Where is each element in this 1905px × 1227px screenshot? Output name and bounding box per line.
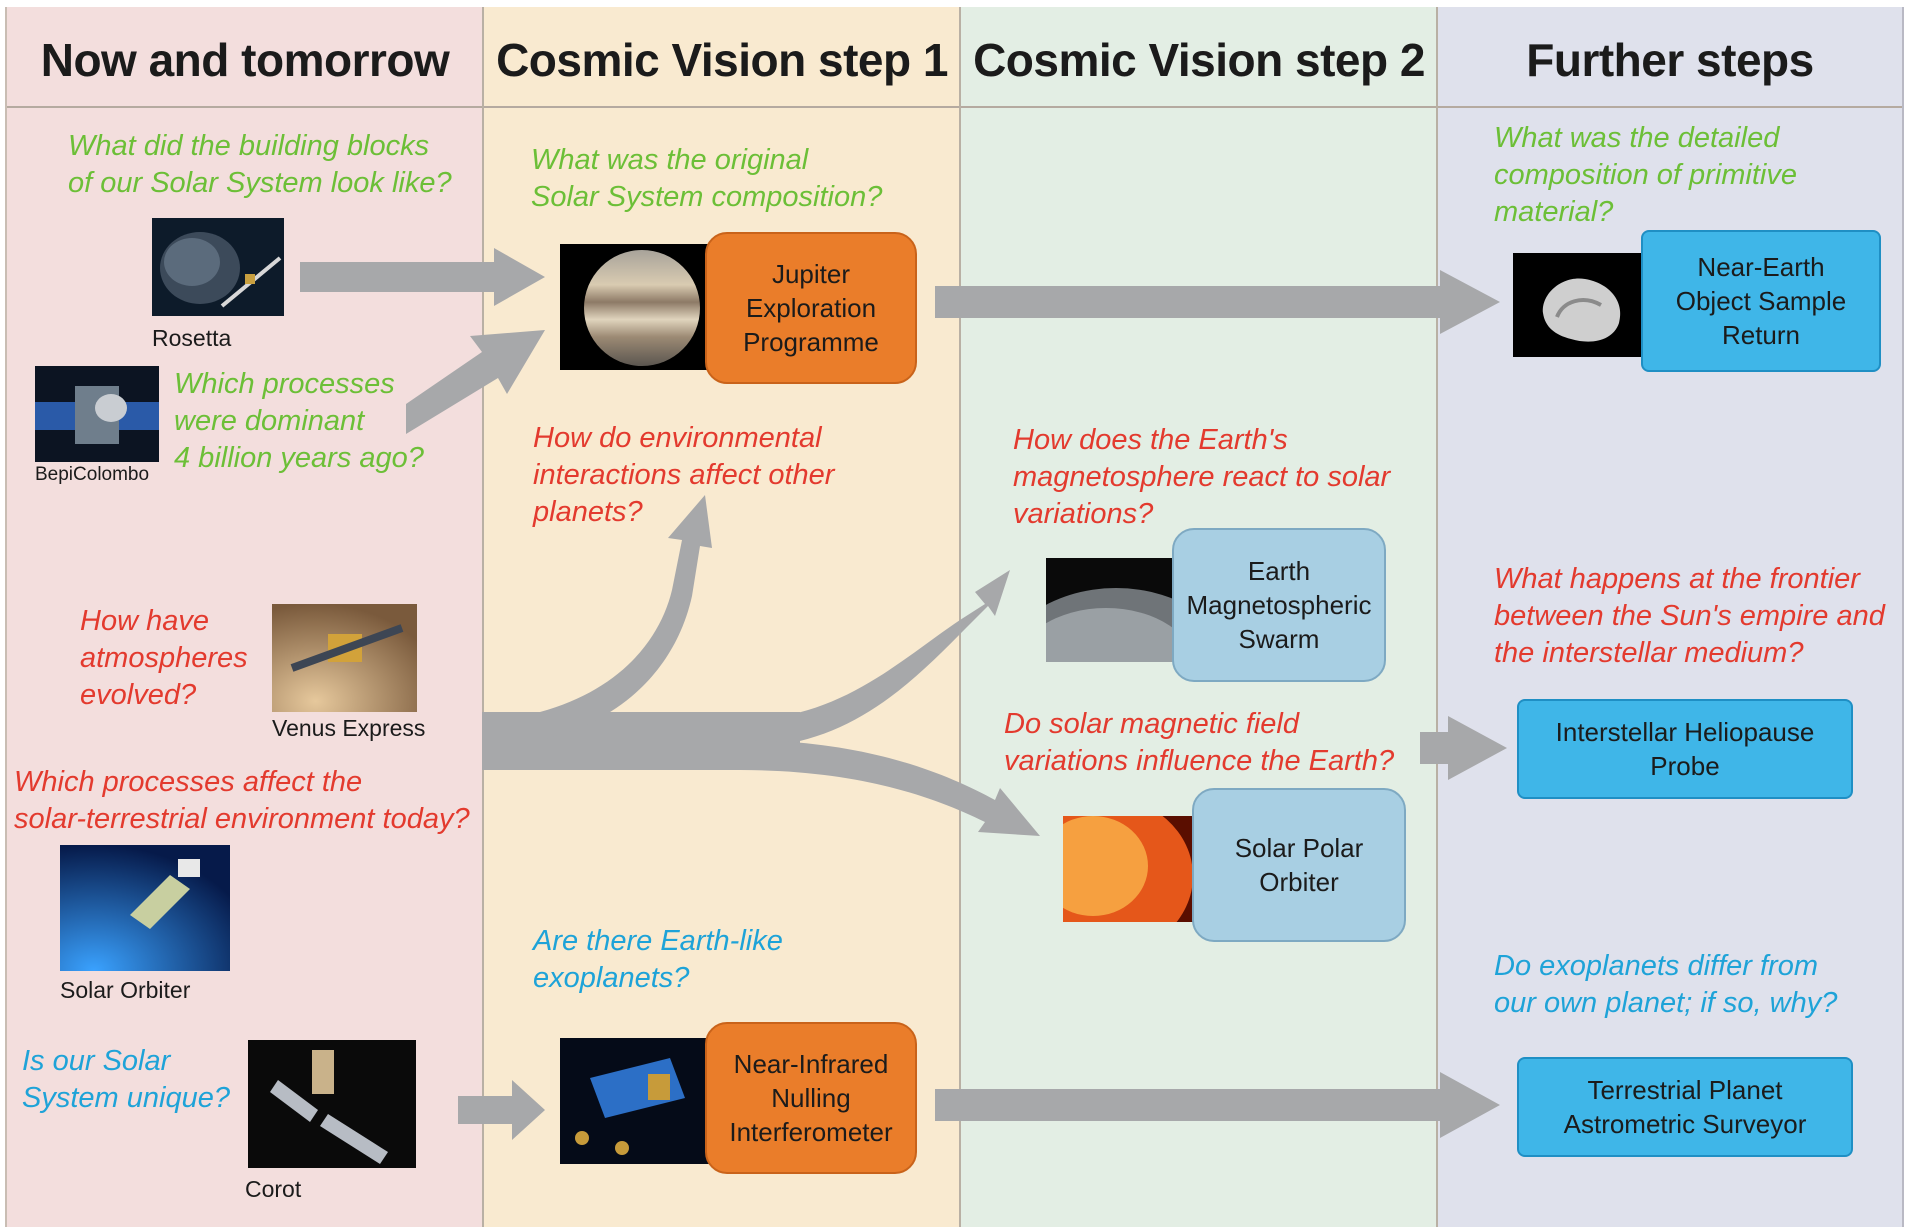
corot-caption: Corot: [245, 1176, 302, 1202]
column-title: Cosmic Vision step 1: [484, 7, 960, 108]
column-further-steps: Further steps: [1436, 7, 1904, 1227]
rosetta-caption: Rosetta: [152, 325, 232, 351]
corot-image: [248, 1040, 416, 1168]
spacecraft-icon: [35, 366, 159, 462]
column-title: Further steps: [1438, 7, 1902, 108]
jupiter-exploration-programme: Jupiter Exploration Programme: [705, 232, 917, 384]
jupiter-image: [560, 244, 710, 370]
satellite-icon: [248, 1040, 416, 1168]
bepicolombo-image: [35, 366, 159, 462]
terrestrial-planet-astrometric-surveyor: Terrestrial Planet Astrometric Surveyor: [1517, 1057, 1853, 1157]
question-dominant-processes: Which processes were dominant 4 billion …: [174, 368, 424, 474]
rosetta-image: [152, 218, 284, 316]
question-detailed-composition: What was the detailed composition of pri…: [1494, 122, 1797, 228]
solar-orbiter-caption: Solar Orbiter: [60, 977, 191, 1003]
near-earth-object-sample-return: Near-Earth Object Sample Return: [1641, 230, 1881, 372]
venus-spacecraft-icon: [272, 604, 417, 712]
earth-limb-icon: [1046, 558, 1176, 662]
question-building-blocks: What did the building blocks of our Sola…: [68, 130, 452, 199]
solar-orbiter-image: [60, 845, 230, 971]
venus-express-image: [272, 604, 417, 712]
venus-express-caption: Venus Express: [272, 715, 426, 741]
comet-spacecraft-icon: [152, 218, 284, 316]
question-solar-magnetic-field: Do solar magnetic field variations influ…: [1004, 708, 1395, 777]
question-exoplanets-differ: Do exoplanets differ from our own planet…: [1494, 950, 1838, 1019]
column-title: Cosmic Vision step 2: [961, 7, 1437, 108]
earth-magnetospheric-swarm: Earth Magnetospheric Swarm: [1172, 528, 1386, 682]
sun-spacecraft-icon: [60, 845, 230, 971]
question-earth-like-exoplanets: Are there Earth-like exoplanets?: [533, 925, 783, 994]
question-frontier: What happens at the frontier between the…: [1494, 563, 1885, 669]
earth-image: [1046, 558, 1176, 662]
question-environmental-interactions: How do environmental interactions affect…: [533, 422, 835, 528]
question-solar-terrestrial: Which processes affect the solar-terrest…: [14, 766, 470, 835]
question-atmospheres: How have atmospheres evolved?: [80, 605, 248, 711]
bepicolombo-caption: BepiColombo: [35, 464, 150, 485]
solar-polar-orbiter: Solar Polar Orbiter: [1192, 788, 1406, 942]
column-title: Now and tomorrow: [7, 7, 483, 108]
interstellar-heliopause-probe: Interstellar Heliopause Probe: [1517, 699, 1853, 799]
question-original-composition: What was the original Solar System compo…: [531, 144, 883, 213]
question-solar-unique: Is our Solar System unique?: [22, 1045, 230, 1114]
jupiter-planet-icon: [560, 244, 710, 370]
nulling-image: [560, 1038, 710, 1164]
asteroid-icon: [1513, 253, 1643, 357]
interferometer-spacecraft-icon: [560, 1038, 710, 1164]
asteroid-image: [1513, 253, 1643, 357]
question-magnetosphere-react: How does the Earth's magnetosphere react…: [1013, 424, 1391, 530]
near-infrared-nulling-interferometer: Near-Infrared Nulling Interferometer: [705, 1022, 917, 1174]
sun-surface-icon: [1063, 816, 1193, 922]
sun-image: [1063, 816, 1193, 922]
